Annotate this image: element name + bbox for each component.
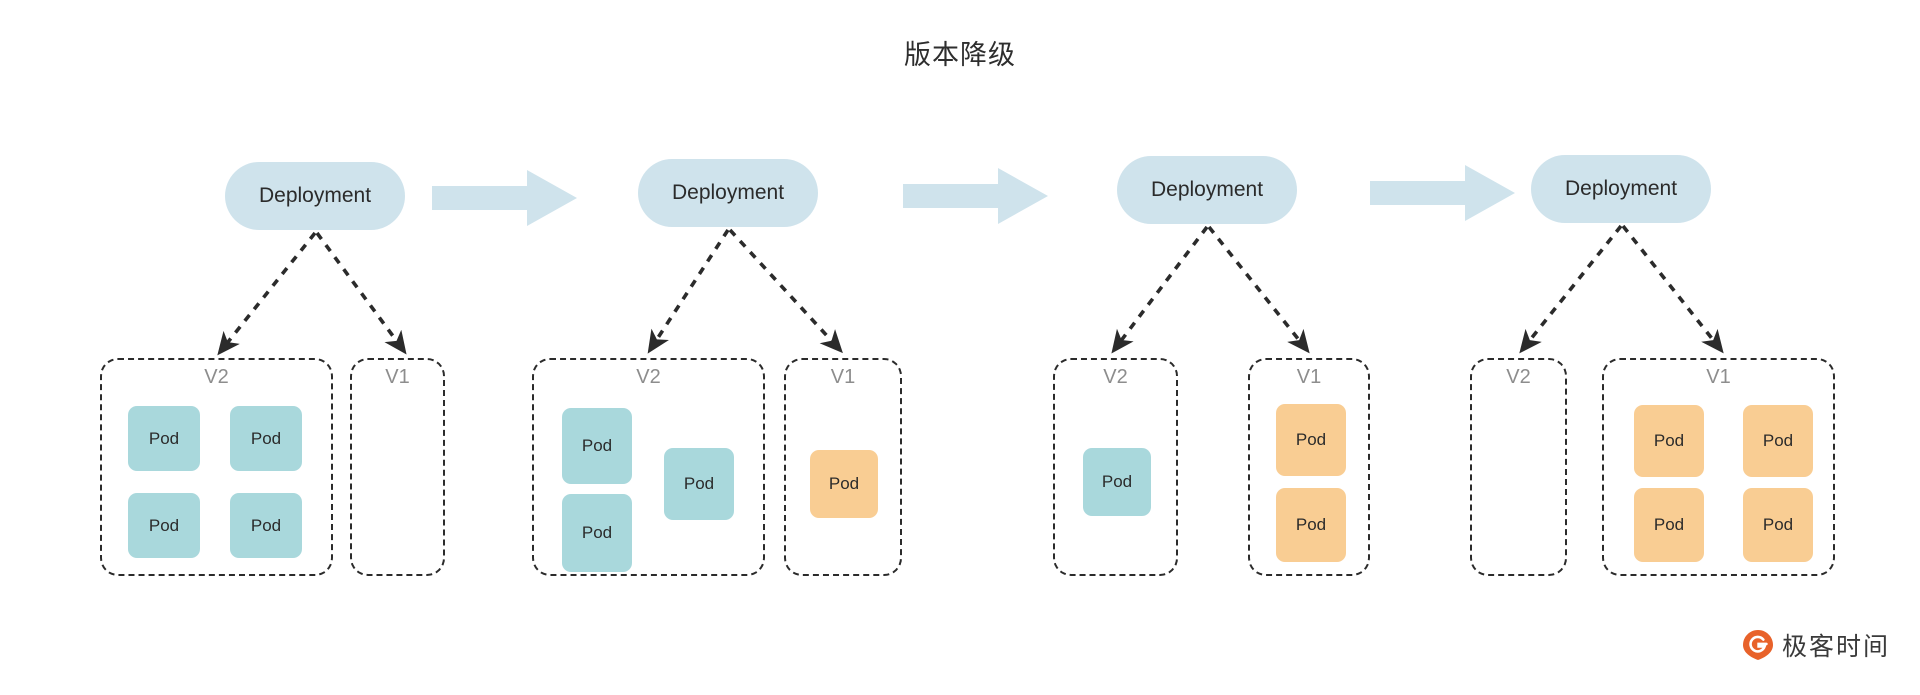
- pod-label: Pod: [250, 428, 282, 448]
- pod: Pod: [1634, 405, 1704, 477]
- version-group-stage-3-v1: V1 Pod Pod: [1248, 358, 1370, 576]
- pod: Pod: [230, 493, 302, 558]
- flow-arrow-stage-2-to-3: [903, 168, 1048, 224]
- pod-label: Pod: [683, 474, 715, 493]
- version-group-stage-2-v2: V2 Pod Pod Pod: [532, 358, 765, 576]
- pod-label: Pod: [148, 515, 180, 535]
- deployment-label: Deployment: [671, 181, 785, 204]
- version-group-stage-3-v2: V2 Pod: [1053, 358, 1178, 576]
- version-label-v2: V2: [636, 366, 661, 388]
- pod-label: Pod: [1653, 431, 1685, 450]
- version-group-stage-1-v2: V2 Pod Pod Pod Pod: [100, 358, 333, 576]
- pod: Pod: [562, 408, 632, 484]
- pod: Pod: [1083, 448, 1151, 516]
- pod-label: Pod: [1295, 430, 1327, 449]
- version-label-v1: V1: [830, 366, 856, 388]
- version-label-v2: V2: [204, 366, 229, 388]
- version-label-v1: V1: [385, 366, 410, 388]
- geektime-logo: 极客时间: [1742, 627, 1890, 663]
- version-group-stage-2-v1: V1 Pod: [784, 358, 902, 576]
- deployment-node-stage-1: Deployment: [225, 162, 405, 230]
- pod-label: Pod: [1762, 431, 1794, 450]
- pod-label: Pod: [581, 523, 613, 542]
- pod: Pod: [664, 448, 734, 520]
- pod: Pod: [128, 493, 200, 558]
- version-group-stage-1-v1: V1: [350, 358, 445, 576]
- pod: Pod: [128, 406, 200, 471]
- deployment-label: Deployment: [258, 184, 372, 207]
- pod-label: Pod: [828, 474, 860, 493]
- pod-label: Pod: [1762, 515, 1794, 534]
- version-label-v1: V1: [1296, 366, 1322, 388]
- geektime-logo-icon: [1742, 630, 1773, 660]
- pod: Pod: [1634, 488, 1704, 562]
- deployment-label: Deployment: [1150, 178, 1264, 201]
- geektime-logo-text: 极客时间: [1781, 632, 1890, 661]
- pod: Pod: [1743, 488, 1813, 562]
- pod-label: Pod: [581, 436, 613, 455]
- deployment-label: Deployment: [1564, 177, 1678, 200]
- deployment-node-stage-4: Deployment: [1531, 155, 1711, 223]
- version-label-v2: V2: [1506, 366, 1531, 388]
- version-label-v1: V1: [1706, 366, 1731, 388]
- deployment-node-stage-3: Deployment: [1117, 156, 1297, 224]
- pod: Pod: [1276, 404, 1346, 476]
- pod-label: Pod: [1653, 515, 1685, 534]
- version-label-v2: V2: [1103, 366, 1128, 388]
- flow-arrow-stage-3-to-4: [1370, 165, 1515, 221]
- version-group-stage-4-v2: V2: [1470, 358, 1567, 576]
- pod: Pod: [562, 494, 632, 572]
- pod: Pod: [1743, 405, 1813, 477]
- page-title: 版本降级: [904, 40, 1016, 71]
- pod-label: Pod: [148, 428, 180, 448]
- flow-arrow-stage-1-to-2: [432, 170, 577, 226]
- pod: Pod: [230, 406, 302, 471]
- pod: Pod: [1276, 488, 1346, 562]
- deployment-node-stage-2: Deployment: [638, 159, 818, 227]
- version-group-stage-4-v1: V1 Pod Pod Pod Pod: [1602, 358, 1835, 576]
- pod-label: Pod: [1101, 472, 1133, 491]
- pod-label: Pod: [250, 515, 282, 535]
- pod: Pod: [810, 450, 878, 518]
- pod-label: Pod: [1295, 515, 1327, 534]
